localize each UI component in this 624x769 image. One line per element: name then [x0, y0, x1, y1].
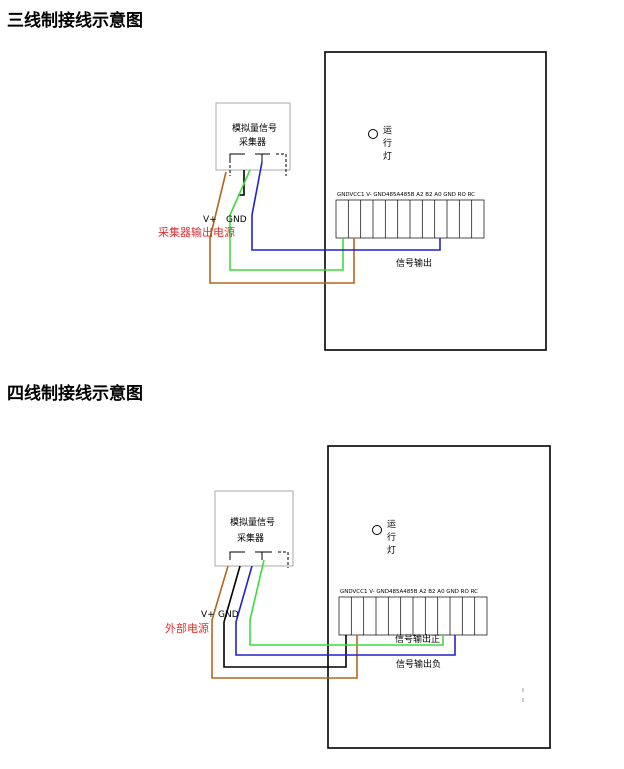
diagram1-title: 三线制接线示意图 [7, 11, 143, 31]
diagram2-wire-blue [235, 565, 456, 656]
diagram2: 运 行 灯 GNDVCC1 V- GND485A485B A2 B2 A0 GN… [165, 445, 551, 749]
diagram2-led-label-1: 运 [387, 519, 396, 530]
diagram1-wire-brown [209, 171, 355, 284]
diagram2-vplus-label: V+ [201, 610, 215, 620]
diagram1-led-label-3: 灯 [383, 151, 392, 162]
diagram2-terminal-block [338, 596, 488, 636]
diagram1-device-box [324, 51, 547, 351]
diagram1-terminal-header: GNDVCC1 V- GND485A485B A2 B2 A0 GND RO R… [337, 192, 475, 198]
diagram1: 运 行 灯 GNDVCC1 V- GND485A485B A2 B2 A0 GN… [158, 51, 547, 351]
diagram1-collector-label-2: 采集器 [239, 136, 266, 148]
diagram1-led-label-1: 运 [383, 125, 392, 136]
diagram2-collector-label-2: 采集器 [237, 532, 264, 544]
diagram1-vplus-label: V+ [203, 215, 217, 225]
diagram2-output-pos-label: 信号输出正 [395, 633, 440, 645]
diagram2-device-box [327, 445, 551, 749]
diagram1-wire-blue [251, 161, 441, 251]
diagram1-collector-label-1: 模拟量信号 [232, 122, 277, 134]
diagram1-led-label-2: 行 [383, 137, 392, 149]
diagram2-title: 四线制接线示意图 [7, 384, 143, 404]
diagram1-wire-green [229, 169, 344, 271]
diagram1-collector-box [215, 102, 291, 171]
diagram1-collector-terminals [229, 153, 287, 176]
diagram2-collector-label-1: 模拟量信号 [230, 516, 275, 528]
diagram2-output-neg-label: 信号输出负 [396, 658, 441, 670]
diagram2-led-label-2: 行 [387, 531, 396, 543]
diagram2-gnd-label: GND [218, 610, 239, 620]
diagram2-collector-terminals [229, 551, 289, 568]
diagram2-terminal-header: GNDVCC1 V- GND485A485B A2 B2 A0 GND RO R… [340, 589, 478, 595]
diagram2-run-led-icon [372, 525, 382, 535]
diagram2-wire-black [223, 565, 347, 668]
diagram1-output-label: 信号输出 [396, 257, 432, 269]
diagram2-led-label-3: 灯 [387, 545, 396, 556]
diagram1-power-label: 采集器输出电源 [158, 225, 235, 239]
diagram1-wire-black [238, 170, 245, 196]
diagram1-run-led-icon [368, 129, 378, 139]
diagram2-power-label: 外部电源 [165, 621, 209, 635]
diagram2-wire-brown [211, 565, 358, 679]
diagram2-wire-green [249, 559, 444, 646]
diagram2-collector-box [214, 490, 294, 567]
diagram1-terminal-block [335, 199, 485, 239]
diagram1-gnd-label: GND [226, 215, 247, 225]
